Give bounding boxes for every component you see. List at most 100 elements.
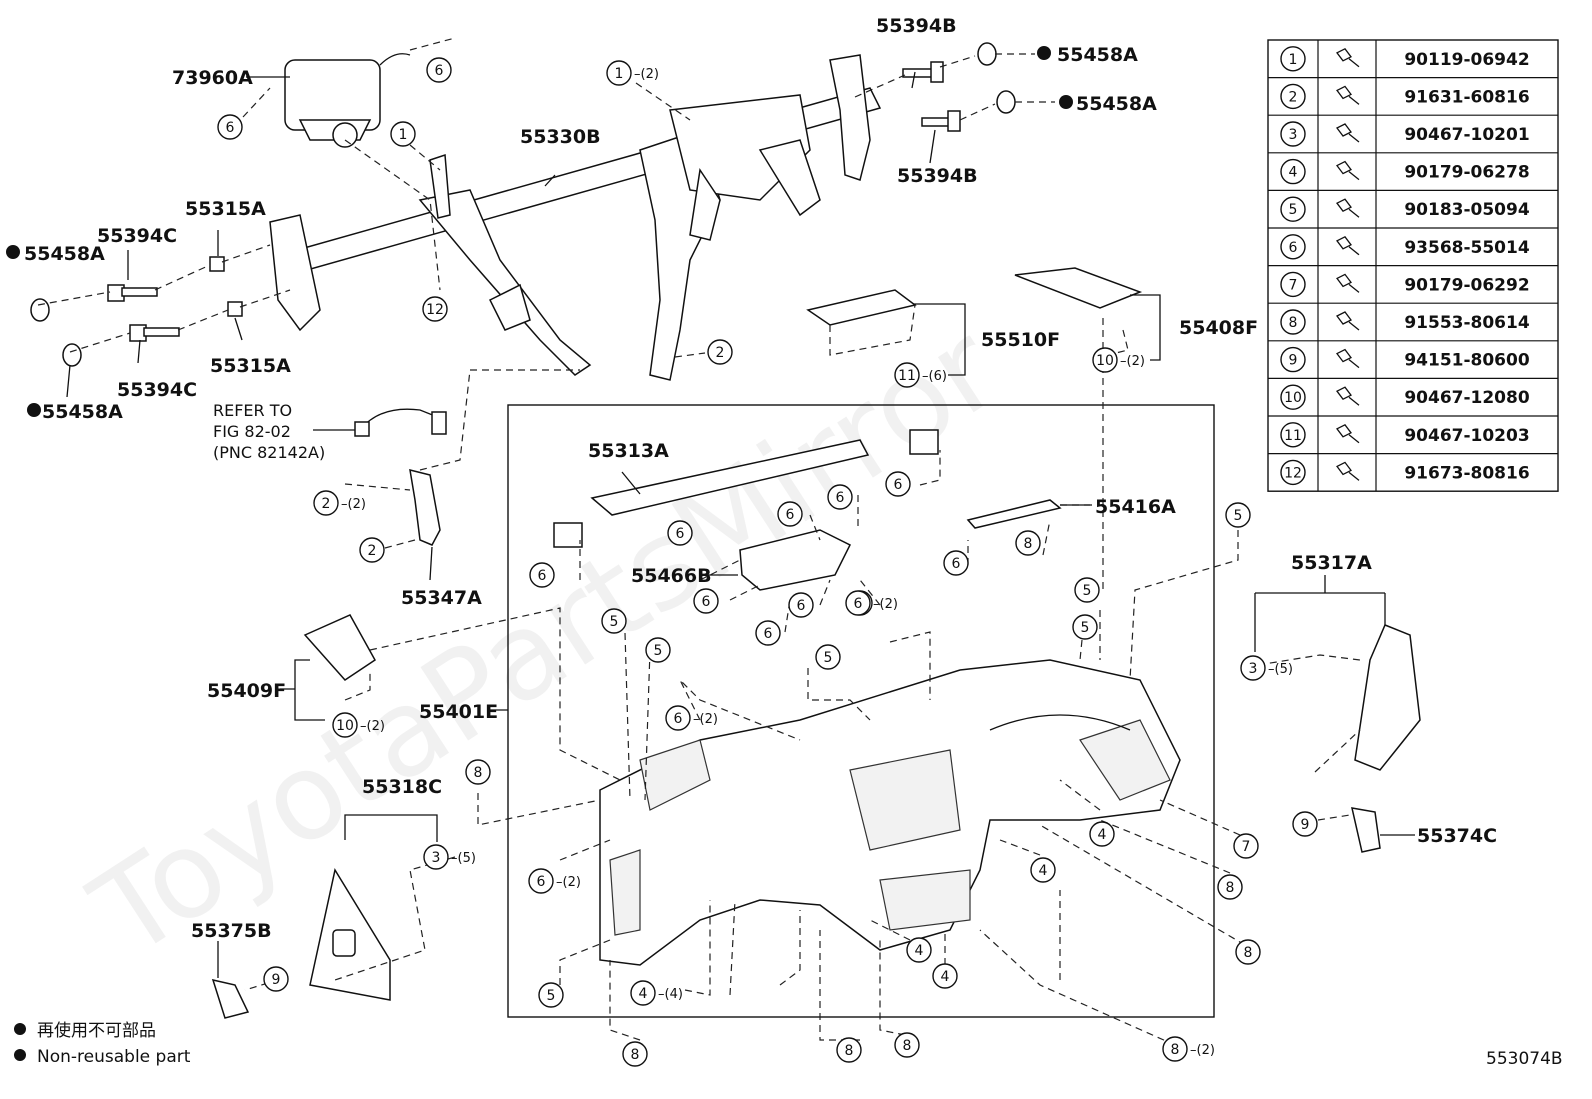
airbag-73960A (284, 53, 411, 148)
label-55375B: 55375B (191, 920, 272, 942)
refer-line-1: REFER TO (213, 401, 292, 420)
side-panel-55318C (309, 868, 391, 1001)
fastener-icon (1336, 386, 1360, 406)
table-ref-circle (1280, 234, 1306, 260)
table-ref-circle (1280, 46, 1306, 72)
callout-ref: 6 (827, 484, 853, 510)
table-part-number: 90467-10203 (1404, 426, 1529, 446)
callout-circle (538, 982, 564, 1008)
table-part-number: 91631-60816 (1404, 87, 1529, 107)
callout-number: 4 (1039, 863, 1048, 879)
grommet-55458A-l1 (30, 298, 50, 322)
fastener-icon (1336, 85, 1360, 105)
label-73960A: 73960A (172, 67, 253, 89)
callout-number: 6 (676, 526, 685, 542)
callout-ref: 3–(5) (1240, 655, 1293, 681)
callout-number: 9 (1301, 817, 1310, 833)
callout-number: 6 (764, 626, 773, 642)
callout-number: 2 (322, 496, 331, 512)
table-ref-circle (1280, 309, 1306, 335)
callout-ref: 6 (943, 550, 969, 576)
refer-line-2: FIG 82-02 (213, 422, 291, 441)
bracket-55375B (211, 978, 250, 1019)
callout-ref: 8 (1217, 874, 1243, 900)
callout-quantity: –(2) (1120, 354, 1145, 369)
callout-circle (815, 644, 841, 670)
callout-number: 6 (538, 568, 547, 584)
table-part-number: 90467-10201 (1404, 125, 1529, 145)
callout-ref: 6 (426, 57, 452, 83)
callout-number: 3 (1249, 661, 1258, 677)
callout-number: 11 (898, 368, 916, 384)
label-55394C-top: 55394C (97, 225, 177, 247)
table-ref-number: 4 (1289, 165, 1298, 181)
callout-circle (426, 57, 452, 83)
callout-ref: 2 (359, 537, 385, 563)
callout-ref: 5 (815, 644, 841, 670)
nonreusable-dot (6, 245, 20, 259)
callout-number: 5 (1234, 508, 1243, 524)
callout-circle (932, 963, 958, 989)
bracket-55347A (409, 468, 441, 546)
label-55394C-bot: 55394C (117, 379, 197, 401)
table-ref-circle (1280, 121, 1306, 147)
table-part-number: 90467-12080 (1404, 388, 1530, 408)
callout-circle (1089, 821, 1115, 847)
callout-quantity: –(6) (922, 369, 947, 384)
callout-circle (1092, 347, 1118, 373)
callout-ref: 5 (1074, 577, 1100, 603)
callout-number: 4 (915, 943, 924, 959)
callout-circle (894, 1032, 920, 1058)
callout-ref: 9 (263, 966, 289, 992)
bracket-55374C (1351, 807, 1381, 853)
bolt-55394C-top (107, 284, 158, 302)
vent-strip-55313A (590, 439, 870, 516)
nut-55315A-bot (227, 301, 243, 317)
fastener-icon (1336, 235, 1360, 256)
callout-number: 6 (674, 711, 683, 727)
pad-55408F (1014, 267, 1143, 309)
callout-ref: 6 (693, 588, 719, 614)
label-55313A: 55313A (588, 440, 669, 462)
callout-number: 10 (336, 718, 354, 734)
callout-circle (755, 620, 781, 646)
nonreusable-dot (1037, 46, 1051, 60)
callout-ref: 8 (1235, 939, 1261, 965)
callout-number: 8 (845, 1043, 854, 1059)
callout-ref: 4–(4) (630, 980, 683, 1006)
callout-number: 5 (1081, 620, 1090, 636)
callout-quantity: –(5) (451, 851, 476, 866)
callout-ref: 8 (836, 1037, 862, 1063)
callout-number: 8 (1226, 880, 1235, 896)
callout-ref: 7 (1233, 833, 1259, 859)
callout-ref: 6 (788, 592, 814, 618)
clip-left (553, 522, 583, 548)
label-55394B-top: 55394B (876, 15, 957, 37)
nonreusable-dot (27, 403, 41, 417)
callout-number: 8 (631, 1047, 640, 1063)
grommet-55458A-r1 (977, 42, 997, 66)
callout-circle (836, 1037, 862, 1063)
callout-circle (943, 550, 969, 576)
wire-harness-82142A (354, 408, 447, 437)
fastener-icon (1336, 47, 1360, 68)
label-55408F: 55408F (1179, 317, 1258, 339)
callout-quantity: –(2) (693, 712, 718, 727)
callout-circle (423, 844, 449, 870)
label-55394B-mid: 55394B (897, 165, 978, 187)
fastener-icon (1336, 461, 1360, 481)
table-ref-circle (1280, 384, 1306, 410)
callout-circle (263, 966, 289, 992)
callout-ref: 8 (465, 759, 491, 785)
callout-ref: 8–(2) (1162, 1036, 1215, 1062)
callout-circle (359, 537, 385, 563)
callout-ref: 6–(2) (845, 590, 898, 616)
callout-number: 8 (1024, 536, 1033, 552)
label-55458A-l2: 55458A (42, 401, 123, 423)
